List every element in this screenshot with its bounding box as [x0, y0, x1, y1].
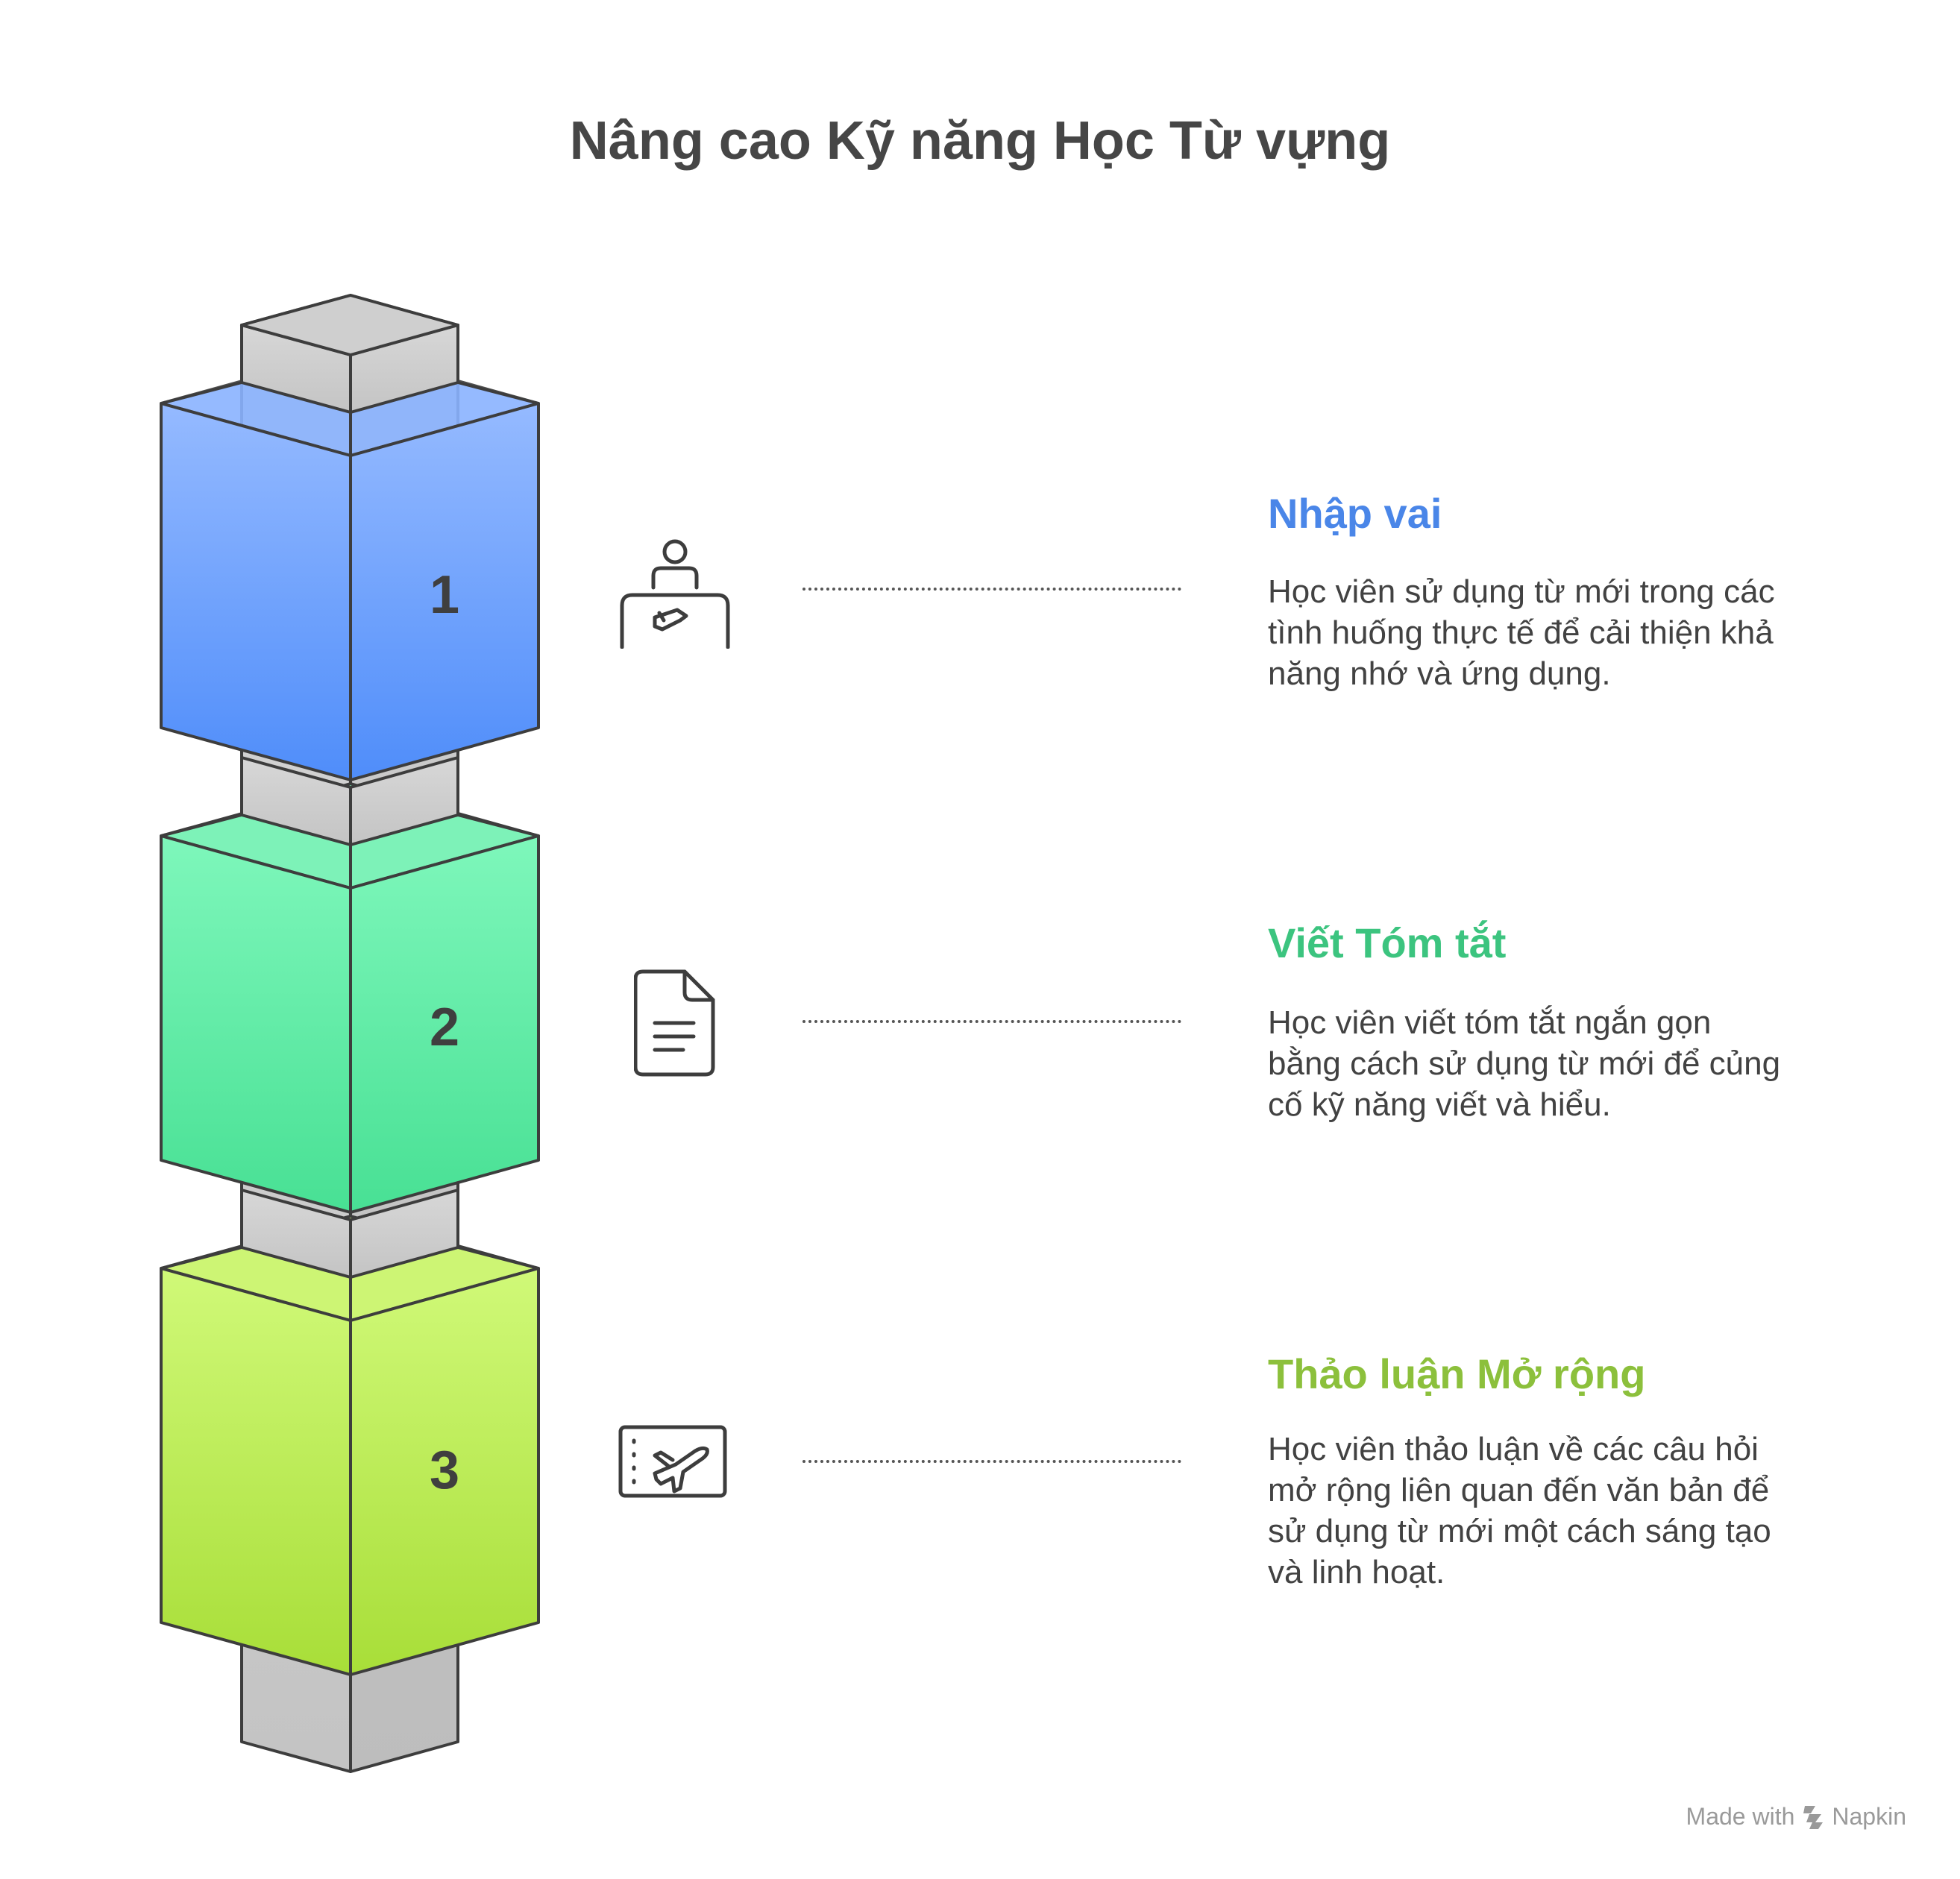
step-desc-3-line: sử dụng từ mới một cách sáng tạo	[1268, 1513, 1771, 1549]
step-desc-2-line: bằng cách sử dụng từ mới để củng	[1268, 1045, 1781, 1082]
receptionist-plane-icon	[620, 539, 730, 649]
step-desc-1: Học viên sử dụng từ mới trong các tình h…	[1268, 571, 1835, 694]
step-desc-2: Học viên viết tóm tắt ngắn gọn bằng cách…	[1268, 1002, 1835, 1125]
step-desc-1-line: năng nhớ và ứng dụng.	[1268, 655, 1611, 692]
block-2	[160, 756, 540, 1214]
step-desc-3-line: mở rộng liên quan đến văn bản để	[1268, 1472, 1770, 1508]
block-stack-diagram: 1 2 3	[160, 294, 540, 1773]
step-desc-3: Học viên thảo luận về các câu hỏi mở rộn…	[1268, 1429, 1835, 1593]
step-number-1: 1	[430, 565, 459, 625]
block-3	[160, 1189, 540, 1676]
step-title-2: Viết Tóm tắt	[1268, 919, 1507, 966]
boarding-pass-icon	[618, 1425, 727, 1498]
step-number-2: 2	[430, 998, 459, 1057]
step-desc-1-line: Học viên sử dụng từ mới trong các	[1268, 573, 1775, 610]
connector-1	[802, 588, 1181, 591]
step-desc-3-line: Học viên thảo luận về các câu hỏi	[1268, 1431, 1759, 1467]
step-desc-3-line: và linh hoạt.	[1268, 1554, 1445, 1590]
napkin-logo-icon	[1803, 1805, 1824, 1829]
step-desc-1-line: tình huống thực tế để cải thiện khả	[1268, 614, 1774, 651]
document-icon	[634, 969, 715, 1077]
made-with-napkin-badge[interactable]: Made with Napkin	[1686, 1803, 1906, 1831]
step-number-3: 3	[430, 1441, 459, 1500]
connector-3	[802, 1460, 1181, 1463]
page-title: Nâng cao Kỹ năng Học Từ vựng	[569, 111, 1391, 171]
step-desc-2-line: Học viên viết tóm tắt ngắn gọn	[1268, 1004, 1712, 1041]
made-with-label: Made with	[1686, 1803, 1795, 1830]
napkin-brand-label: Napkin	[1832, 1803, 1906, 1830]
step-title-1: Nhập vai	[1268, 490, 1442, 537]
connector-2	[802, 1020, 1181, 1023]
step-title-3: Thảo luận Mở rộng	[1268, 1350, 1646, 1397]
block-1	[160, 294, 540, 781]
step-desc-2-line: cố kỹ năng viết và hiểu.	[1268, 1086, 1611, 1123]
